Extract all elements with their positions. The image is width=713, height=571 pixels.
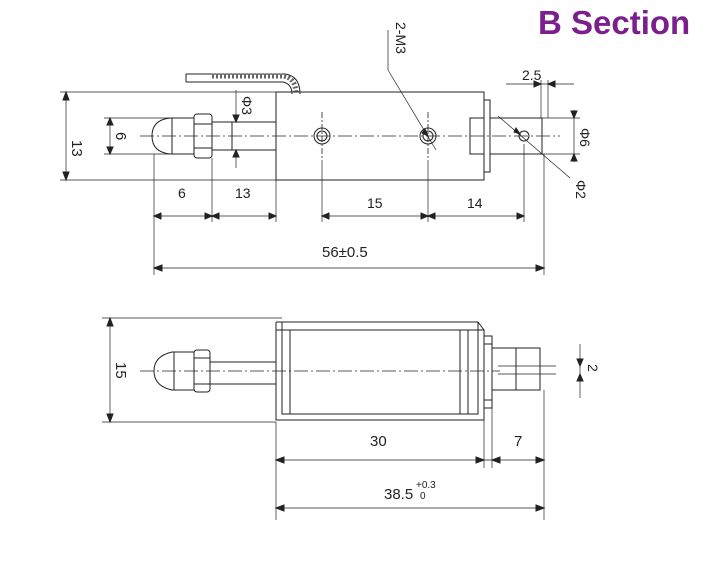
section-title: B Section (538, 4, 691, 41)
dim-d-6: Φ6 (577, 128, 593, 147)
frame-outline (275, 329, 485, 421)
dim-tol-lower: 0 (420, 491, 426, 502)
coil (289, 329, 461, 415)
wire-lead (185, 73, 301, 95)
side-dome-cap (153, 351, 195, 391)
dim-h-15: 15 (112, 362, 129, 379)
dim-w-13: 13 (235, 185, 251, 201)
dim-w-7: 7 (514, 433, 522, 450)
dim-overall-56: 56±0.5 (322, 244, 368, 261)
dim-h-13: 13 (68, 140, 85, 157)
dim-w-14: 14 (467, 195, 483, 211)
dim-d-3: Φ3 (239, 96, 255, 115)
dim-w-30: 30 (370, 433, 387, 450)
thread-label: 2-M3 (393, 22, 409, 54)
dim-tol-upper: +0.3 (416, 480, 436, 491)
dim-h-2: 2 (585, 364, 601, 372)
dim-w-2-5: 2.5 (522, 67, 542, 83)
dim-w-15: 15 (367, 195, 383, 211)
dim-overall-38-5: 38.5 (384, 486, 413, 503)
plunger-shaft (211, 121, 277, 151)
top-view: 13 6 Φ3 2-M3 2.5 (60, 22, 593, 275)
side-view: 15 2 30 7 38.5 +0.3 0 (102, 316, 601, 520)
dim-w-6: 6 (178, 185, 186, 201)
dim-d-2: Φ2 (573, 180, 589, 199)
side-plunger (209, 361, 277, 385)
dim-h-6: 6 (112, 132, 129, 140)
side-rear-flange (483, 335, 493, 409)
